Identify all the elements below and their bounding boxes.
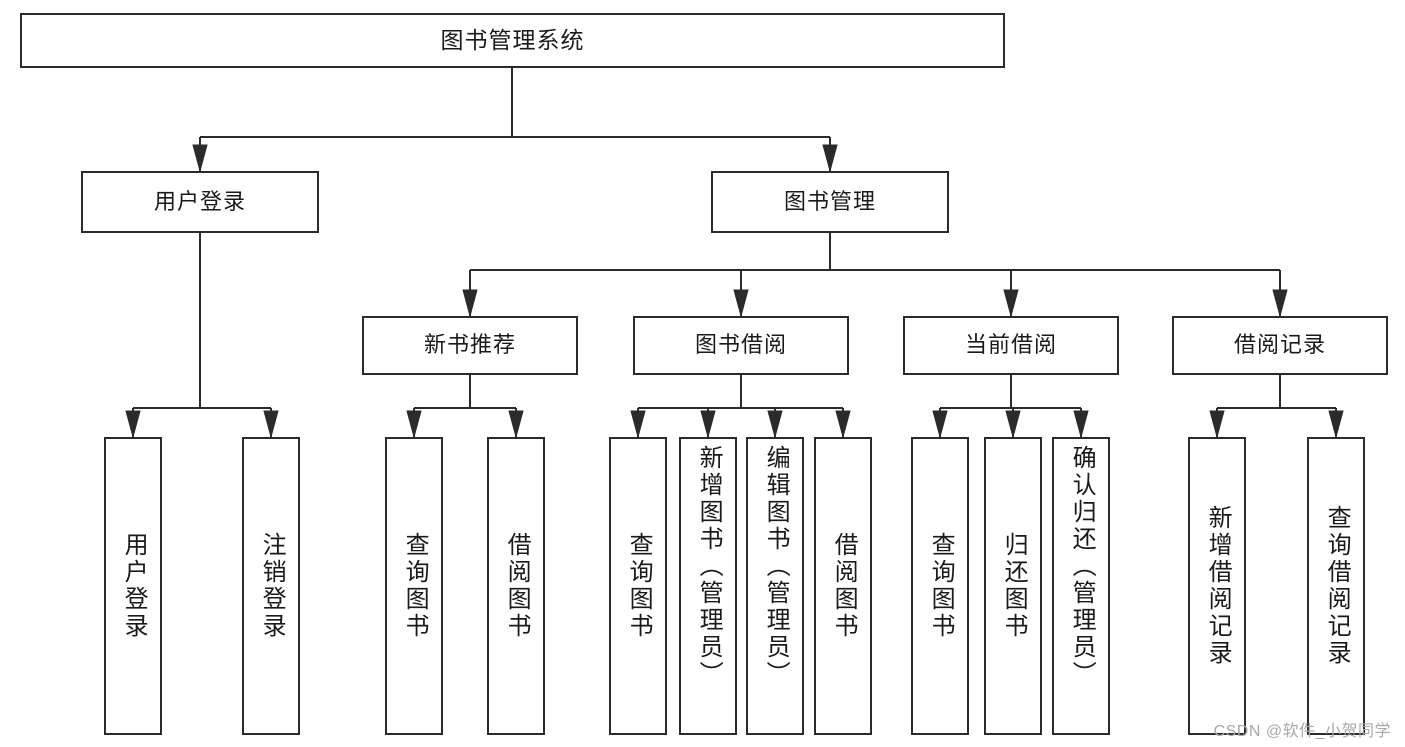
node-leaf-4[interactable]: 查询图书 (609, 437, 667, 735)
node-leaf-11[interactable]: 新增借阅记录 (1188, 437, 1246, 735)
watermark-label: CSDN @软件_小贺同学 (1213, 723, 1391, 740)
node-level2-1[interactable]: 图书管理 (711, 171, 949, 233)
node-root-label: 图书管理系统 (440, 26, 585, 53)
edge-l3-1-arrow-2 (767, 410, 783, 439)
node-level2-1-label: 图书管理 (783, 188, 876, 214)
node-leaf-9[interactable]: 归还图书 (984, 437, 1042, 735)
node-leaf-8[interactable]: 查询图书 (911, 437, 969, 735)
node-level2-0-label: 用户登录 (153, 188, 246, 214)
edge-l3-0-arrow-0 (406, 410, 422, 439)
edge-l3-2-arrow-2 (1073, 410, 1089, 439)
node-leaf-7[interactable]: 借阅图书 (814, 437, 872, 735)
node-leaf-6[interactable]: 编辑图书（管理员） (746, 437, 804, 735)
node-leaf-6-label: 编辑图书（管理员） (762, 445, 790, 688)
edge-l3-3-arrow-1 (1328, 410, 1344, 439)
node-level3-1[interactable]: 图书借阅 (633, 316, 849, 375)
edge-l3-3-arrow-0 (1209, 410, 1225, 439)
node-leaf-2[interactable]: 查询图书 (385, 437, 443, 735)
edge-l3-1-arrow-1 (700, 410, 716, 439)
edge-l3-0-arrow-1 (508, 410, 524, 439)
node-leaf-2-label: 查询图书 (401, 532, 429, 640)
node-level2-0[interactable]: 用户登录 (81, 171, 319, 233)
node-leaf-10[interactable]: 确认归还（管理员） (1052, 437, 1110, 735)
node-level3-2[interactable]: 当前借阅 (903, 316, 1119, 375)
node-leaf-1-label: 注销登录 (258, 532, 286, 640)
node-leaf-1[interactable]: 注销登录 (242, 437, 300, 735)
node-level3-0[interactable]: 新书推荐 (362, 316, 578, 375)
edge-books-arrow-3 (1272, 289, 1288, 318)
edge-books-arrow-2 (1003, 289, 1019, 318)
edge-l3-2-arrow-0 (932, 410, 948, 439)
node-leaf-5-label: 新增图书（管理员） (695, 445, 723, 688)
edge-l3-1-arrow-3 (835, 410, 851, 439)
node-level3-1-label: 图书借阅 (694, 332, 787, 358)
node-leaf-0-label: 用户登录 (120, 532, 148, 640)
node-level3-3-label: 借阅记录 (1233, 332, 1326, 358)
node-leaf-9-label: 归还图书 (1000, 532, 1028, 640)
node-level3-0-label: 新书推荐 (423, 332, 516, 358)
edge-root-arrow-0 (192, 144, 208, 173)
node-leaf-10-label: 确认归还（管理员） (1068, 445, 1096, 688)
node-leaf-5[interactable]: 新增图书（管理员） (679, 437, 737, 735)
node-leaf-11-label: 新增借阅记录 (1204, 505, 1232, 667)
node-level3-3[interactable]: 借阅记录 (1172, 316, 1388, 375)
edge-login-arrow-0 (125, 410, 141, 439)
node-leaf-3[interactable]: 借阅图书 (487, 437, 545, 735)
node-leaf-0[interactable]: 用户登录 (104, 437, 162, 735)
edge-books-arrow-1 (733, 289, 749, 318)
edge-login-arrow-1 (263, 410, 279, 439)
node-root[interactable]: 图书管理系统 (20, 13, 1005, 68)
edge-root-arrow-1 (822, 144, 838, 173)
node-leaf-3-label: 借阅图书 (503, 532, 531, 640)
edge-l3-1-arrow-0 (630, 410, 646, 439)
node-leaf-8-label: 查询图书 (927, 532, 955, 640)
node-leaf-12[interactable]: 查询借阅记录 (1307, 437, 1365, 735)
edge-l3-2-arrow-1 (1005, 410, 1021, 439)
node-level3-2-label: 当前借阅 (964, 332, 1057, 358)
node-leaf-7-label: 借阅图书 (830, 532, 858, 640)
node-leaf-4-label: 查询图书 (625, 532, 653, 640)
edge-books-arrow-0 (462, 289, 478, 318)
node-leaf-12-label: 查询借阅记录 (1323, 505, 1351, 667)
